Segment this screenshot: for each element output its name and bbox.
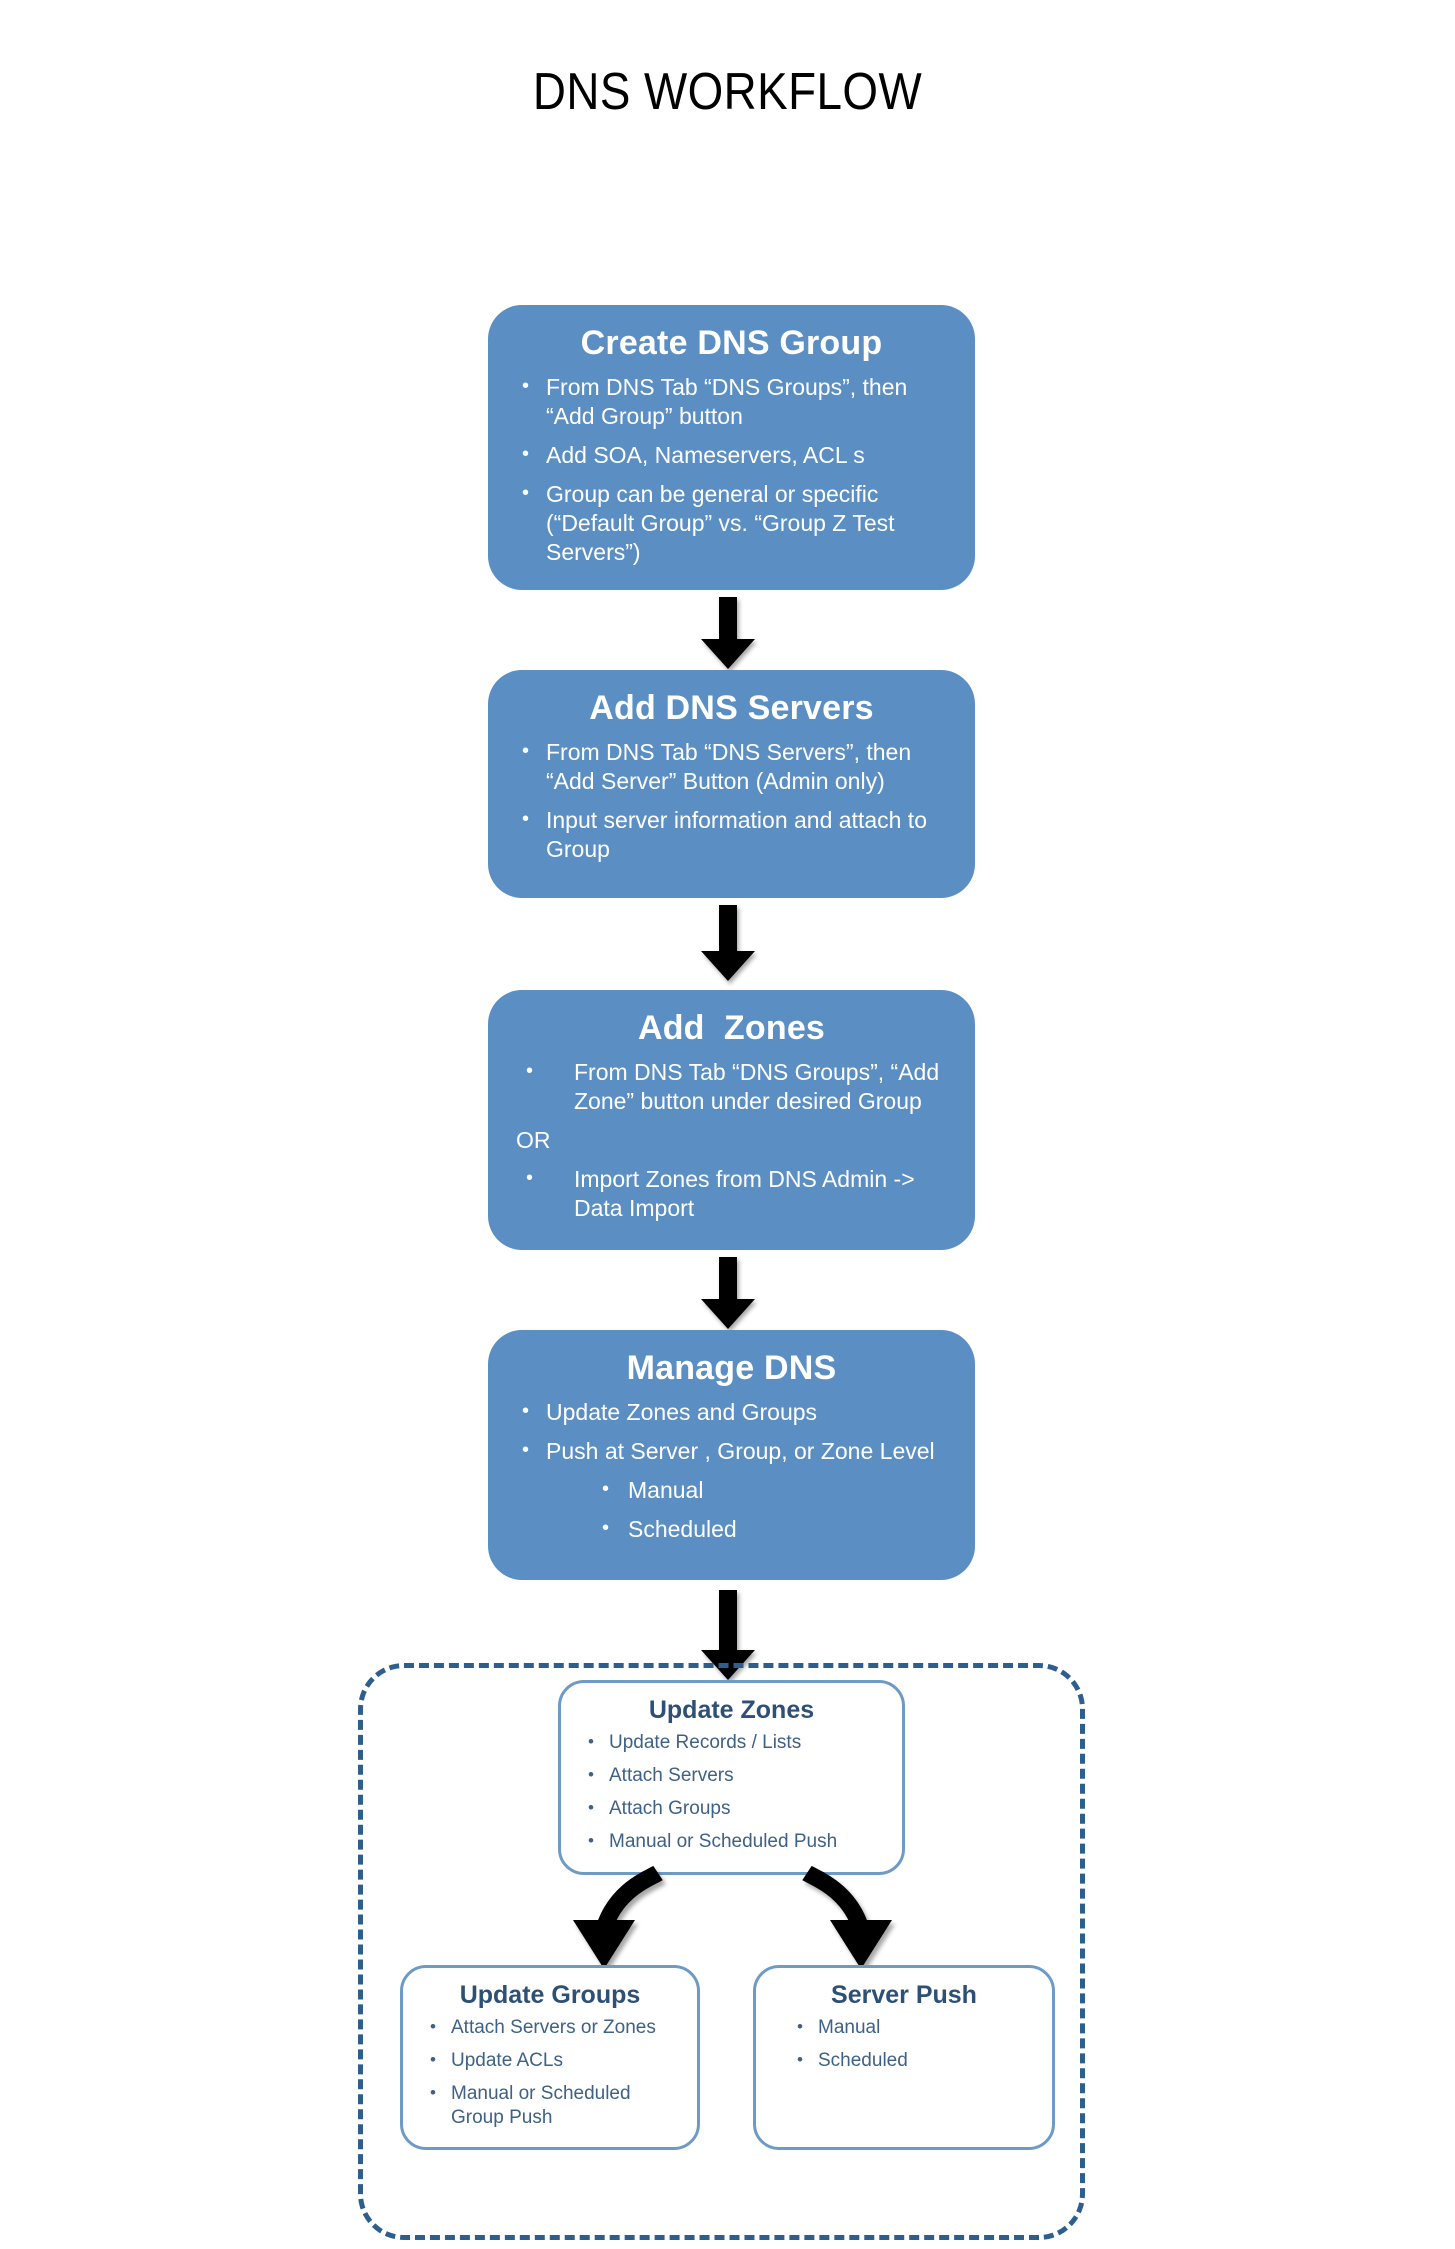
stage-box-add-dns-servers[interactable]: Add DNS Servers From DNS Tab “DNS Server… — [488, 670, 975, 898]
page-title: DNS WORKFLOW — [532, 63, 923, 121]
bullet-item: From DNS Tab “DNS Groups”, then “Add Gro… — [516, 372, 961, 431]
sub-bullet-item: Manual — [516, 1475, 961, 1505]
arrow-down-icon — [701, 1257, 755, 1329]
subbox-server-push[interactable]: Server Push Manual Scheduled — [753, 1965, 1055, 2150]
stage-box-manage-dns[interactable]: Manage DNS Update Zones and Groups Push … — [488, 1330, 975, 1580]
subbox-bullet-list: Update Records / Lists Attach Servers At… — [561, 1730, 902, 1854]
or-separator-label: OR — [516, 1127, 551, 1153]
bullet-item: Input server information and attach to G… — [516, 805, 961, 864]
stage-bullet-list: Update Zones and Groups Push at Server ,… — [488, 1397, 975, 1544]
subbox-title: Update Zones — [648, 1696, 815, 1724]
bullet-item: Manual or Scheduled Push — [583, 1829, 892, 1854]
stage-box-add-zones[interactable]: Add Zones From DNS Tab “DNS Groups”, “Ad… — [488, 990, 975, 1250]
bullet-item: From DNS Tab “DNS Groups”, “Add Zone” bu… — [516, 1057, 961, 1116]
bullet-item: Push at Server , Group, or Zone Level — [516, 1436, 961, 1466]
bullet-item: Manual or Scheduled Group Push — [425, 2081, 687, 2130]
stage-bullet-list-secondary: Import Zones from DNS Admin -> Data Impo… — [488, 1164, 975, 1223]
bullet-item: Manual — [792, 2015, 1042, 2040]
bullet-item: Attach Groups — [583, 1796, 892, 1821]
bullet-item: Add SOA, Nameservers, ACL s — [516, 440, 961, 470]
bullet-item: Update Records / Lists — [583, 1730, 892, 1755]
subbox-title: Update Groups — [459, 1981, 641, 2009]
bullet-item: Attach Servers or Zones — [425, 2015, 687, 2040]
stage-bullet-list: From DNS Tab “DNS Groups”, then “Add Gro… — [488, 372, 975, 567]
arrow-down-icon — [701, 597, 755, 669]
subbox-update-zones[interactable]: Update Zones Update Records / Lists Atta… — [558, 1680, 905, 1875]
stage-title: Add Zones — [637, 1009, 826, 1047]
curved-arrows-group — [573, 1865, 892, 1969]
stage-title: Manage DNS — [626, 1349, 837, 1387]
bullet-item: Attach Servers — [583, 1763, 892, 1788]
curved-arrow-left-icon — [573, 1865, 663, 1969]
bullet-item: From DNS Tab “DNS Servers”, then “Add Se… — [516, 737, 961, 796]
dashed-group-container — [358, 1663, 1085, 2240]
stage-bullet-list: From DNS Tab “DNS Groups”, “Add Zone” bu… — [488, 1057, 975, 1116]
stage-box-create-dns-group[interactable]: Create DNS Group From DNS Tab “DNS Group… — [488, 305, 975, 590]
curved-arrow-right-icon — [802, 1865, 892, 1969]
bullet-item: Import Zones from DNS Admin -> Data Impo… — [516, 1164, 961, 1223]
bullet-item: Group can be general or specific (“Defau… — [516, 479, 961, 567]
stage-title: Create DNS Group — [580, 324, 883, 362]
bullet-item: Scheduled — [792, 2048, 1042, 2073]
bullet-item: Update ACLs — [425, 2048, 687, 2073]
subbox-update-groups[interactable]: Update Groups Attach Servers or Zones Up… — [400, 1965, 700, 2150]
subbox-title: Server Push — [831, 1981, 977, 2009]
arrow-down-icon — [701, 905, 755, 983]
stage-title: Add DNS Servers — [589, 689, 874, 727]
bullet-item: Update Zones and Groups — [516, 1397, 961, 1427]
subbox-bullet-list: Attach Servers or Zones Update ACLs Manu… — [403, 2015, 697, 2130]
stage-bullet-list: From DNS Tab “DNS Servers”, then “Add Se… — [488, 737, 975, 864]
sub-bullet-item: Scheduled — [516, 1514, 961, 1544]
subbox-bullet-list: Manual Scheduled — [756, 2015, 1052, 2073]
